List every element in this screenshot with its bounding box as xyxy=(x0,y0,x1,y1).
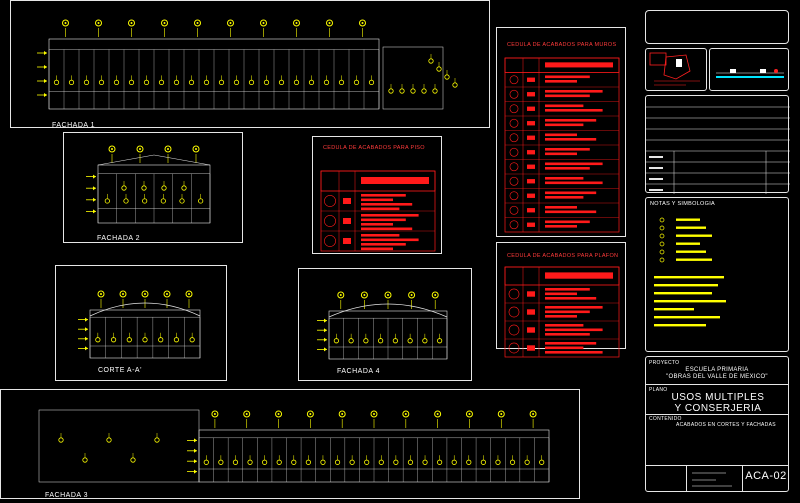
proyecto-label: PROYECTO xyxy=(649,360,680,366)
schedule-muros-table xyxy=(504,57,620,233)
corte-drawing xyxy=(78,290,201,359)
fachada-4-drawing xyxy=(317,291,448,360)
fachada-1-view xyxy=(10,0,490,128)
plano-line2: Y CONSERJERIA xyxy=(674,403,762,414)
contenido-label: CONTENIDO xyxy=(649,416,682,422)
key-plan-icon xyxy=(716,69,784,78)
revisions-table xyxy=(646,106,790,194)
schedule-muros-title: CEDULA DE ACABADOS PARA MUROS xyxy=(507,42,617,48)
corte-label: CORTE A-A' xyxy=(98,367,142,374)
titleblock-notes: NOTAS Y SIMBOLOGIA xyxy=(645,197,789,352)
notes-label: NOTAS Y SIMBOLOGIA xyxy=(650,201,716,207)
corte-view xyxy=(55,265,227,381)
fachada-3-drawing xyxy=(38,409,550,483)
titleblock-project-info: PROYECTO ESCUELA PRIMARIA "OBRAS DEL VAL… xyxy=(645,356,789,492)
proyecto-line2: "OBRAS DEL VALLE DE MEXICO" xyxy=(666,374,768,380)
fachada-4-view xyxy=(298,268,472,381)
titleblock-key-plan xyxy=(709,48,789,91)
notes-legend xyxy=(654,217,726,327)
fachada-3-label: FACHADA 3 xyxy=(45,492,89,499)
fachada-2-drawing xyxy=(86,145,211,224)
fachada-1-label: FACHADA 1 xyxy=(52,122,96,129)
titleblock-location-map xyxy=(645,48,707,91)
schedule-piso: CEDULA DE ACABADOS PARA PISO xyxy=(312,136,442,254)
sheet-meta-lines xyxy=(692,472,732,487)
fachada-4-label: FACHADA 4 xyxy=(337,368,381,375)
titleblock-logo xyxy=(645,10,789,44)
contenido-text: ACABADOS EN CORTES Y FACHADAS xyxy=(676,422,776,428)
proyecto-line1: ESCUELA PRIMARIA xyxy=(685,367,749,373)
schedule-plafon: CEDULA DE ACABADOS PARA PLAFON xyxy=(496,242,626,358)
fachada-2-label: FACHADA 2 xyxy=(97,235,141,242)
sheet-id: ACA-02 xyxy=(745,470,787,482)
fachada-1-drawing xyxy=(37,19,458,110)
plano-label: PLANO xyxy=(649,387,668,393)
titleblock-revisions xyxy=(645,95,790,194)
schedule-piso-title: CEDULA DE ACABADOS PARA PISO xyxy=(323,145,425,151)
fachada-2-view xyxy=(63,132,243,243)
location-map-icon xyxy=(649,52,700,86)
plano-line1: USOS MULTIPLES xyxy=(671,392,765,403)
schedule-plafon-table xyxy=(504,266,620,358)
schedule-muros: CEDULA DE ACABADOS PARA MUROS xyxy=(496,27,626,237)
schedule-plafon-title: CEDULA DE ACABADOS PARA PLAFON xyxy=(507,253,619,259)
fachada-3-view xyxy=(0,389,580,499)
schedule-piso-table xyxy=(320,170,436,252)
